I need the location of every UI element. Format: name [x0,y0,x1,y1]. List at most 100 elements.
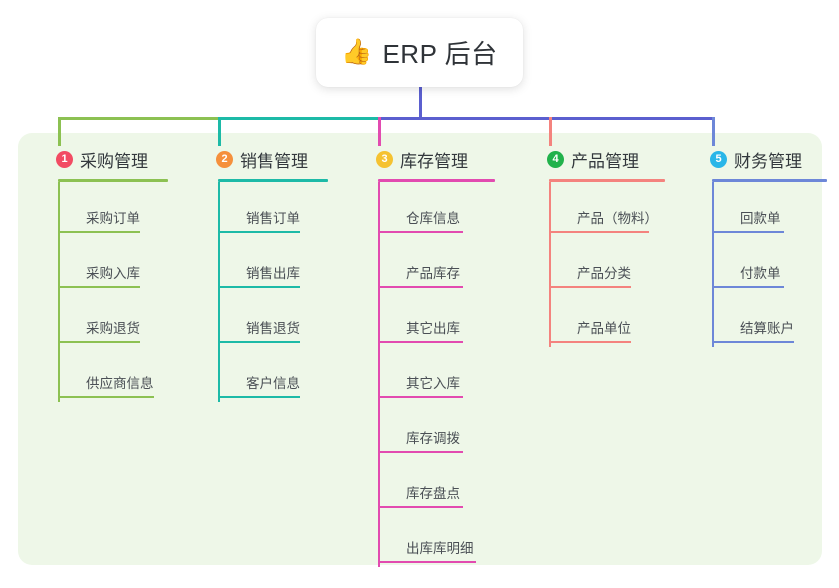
column-title-4: 产品管理 [571,151,639,171]
leaf-item-rule [378,341,463,343]
column-body-4: 产品（物料） 产品分类产品单位 [527,182,665,347]
leaf-item-label: 产品分类 [577,266,631,281]
column-badge-1: 1 [56,150,73,168]
connector-drop-5 [712,117,715,146]
connector-bar-segment-1 [58,117,218,120]
leaf-item[interactable]: 客户信息 [196,347,328,402]
column-spine-5 [712,182,714,347]
leaf-item-label: 出库库明细 [406,541,474,556]
column-title-3: 库存管理 [400,151,468,171]
leaf-item-label: 产品（物料） [577,211,658,226]
column-body-5: 回款单付款单结算账户 [690,182,827,347]
leaf-item[interactable]: 库存盘点 [356,457,495,512]
leaf-item-label: 供应商信息 [86,376,154,391]
leaf-item-label: 销售退货 [246,321,300,336]
column-spine-4 [549,182,551,347]
leaf-item[interactable]: 采购订单 [36,182,168,237]
leaf-item-label: 采购入库 [86,266,140,281]
leaf-item-rule [218,396,300,398]
leaf-item-label: 产品单位 [577,321,631,336]
connector-drop-2 [218,117,221,146]
column-body-2: 销售订单销售出库销售退货客户信息 [196,182,328,402]
leaf-item[interactable]: 结算账户 [690,292,827,347]
leaf-item-label: 销售订单 [246,211,300,226]
leaf-item[interactable]: 产品分类 [527,237,665,292]
leaf-item-rule [378,506,463,508]
column-4: 4 产品管理产品（物料） 产品分类产品单位 [527,146,665,347]
column-1: 1 采购管理采购订单采购入库采购退货供应商信息 [36,146,168,402]
leaf-item-rule [549,341,631,343]
column-2: 2 销售管理销售订单销售出库销售退货客户信息 [196,146,328,402]
connector-drop-3 [378,117,381,146]
leaf-item-label: 其它出库 [406,321,460,336]
leaf-item-label: 其它入库 [406,376,460,391]
leaf-item[interactable]: 销售订单 [196,182,328,237]
column-title-2: 销售管理 [240,151,308,171]
leaf-item-rule [218,231,300,233]
leaf-item-label: 库存盘点 [406,486,460,501]
leaf-item[interactable]: 回款单 [690,182,827,237]
thumbs-up-icon: 👍 [341,38,373,66]
leaf-item[interactable]: 付款单 [690,237,827,292]
leaf-item-rule [378,286,463,288]
leaf-item-rule [549,286,631,288]
leaf-item[interactable]: 出库库明细 [356,512,495,567]
column-title-1: 采购管理 [80,151,148,171]
leaf-item[interactable]: 采购入库 [36,237,168,292]
leaf-item-label: 采购退货 [86,321,140,336]
column-rule-5 [712,179,827,182]
column-badge-5: 5 [710,150,727,168]
column-body-1: 采购订单采购入库采购退货供应商信息 [36,182,168,402]
leaf-item-rule [378,231,463,233]
column-spine-3 [378,182,380,567]
leaf-item-rule [549,231,649,233]
leaf-item-rule [218,341,300,343]
root-title: ERP 后台 [382,39,498,69]
column-header-4[interactable]: 4 产品管理 [527,146,665,172]
column-badge-4: 4 [547,150,564,168]
root-node[interactable]: 👍 ERP 后台 [316,18,523,87]
connector-drop-4 [549,117,552,146]
root-stem [419,87,422,120]
leaf-item[interactable]: 其它入库 [356,347,495,402]
column-rule-1 [58,179,168,182]
column-title-5: 财务管理 [734,151,802,171]
column-header-1[interactable]: 1 采购管理 [36,146,168,172]
leaf-item-rule [712,341,794,343]
column-5: 5 财务管理回款单付款单结算账户 [690,146,827,347]
leaf-item-rule [58,396,154,398]
column-body-3: 仓库信息产品库存其它出库其它入库库存调拨库存盘点出库库明细 [356,182,495,567]
leaf-item[interactable]: 销售退货 [196,292,328,347]
leaf-item[interactable]: 其它出库 [356,292,495,347]
leaf-item[interactable]: 销售出库 [196,237,328,292]
leaf-item-rule [712,231,784,233]
leaf-item-label: 采购订单 [86,211,140,226]
leaf-item-label: 库存调拨 [406,431,460,446]
leaf-item[interactable]: 产品单位 [527,292,665,347]
leaf-item[interactable]: 仓库信息 [356,182,495,237]
leaf-item[interactable]: 库存调拨 [356,402,495,457]
column-rule-2 [218,179,328,182]
leaf-item-rule [218,286,300,288]
leaf-item-label: 产品库存 [406,266,460,281]
leaf-item-rule [58,341,140,343]
connector-bar-segment-3 [378,117,715,120]
leaf-item-label: 回款单 [740,211,781,226]
connector-bar-segment-2 [218,117,378,120]
leaf-item-label: 销售出库 [246,266,300,281]
column-header-2[interactable]: 2 销售管理 [196,146,328,172]
column-badge-2: 2 [216,150,233,168]
leaf-item[interactable]: 产品库存 [356,237,495,292]
leaf-item[interactable]: 供应商信息 [36,347,168,402]
leaf-item-label: 结算账户 [740,321,794,336]
leaf-item-rule [58,231,140,233]
column-spine-2 [218,182,220,402]
leaf-item-rule [58,286,140,288]
column-rule-4 [549,179,665,182]
leaf-item[interactable]: 采购退货 [36,292,168,347]
column-header-5[interactable]: 5 财务管理 [690,146,827,172]
leaf-item[interactable]: 产品（物料） [527,182,665,237]
leaf-item-label: 仓库信息 [406,211,460,226]
